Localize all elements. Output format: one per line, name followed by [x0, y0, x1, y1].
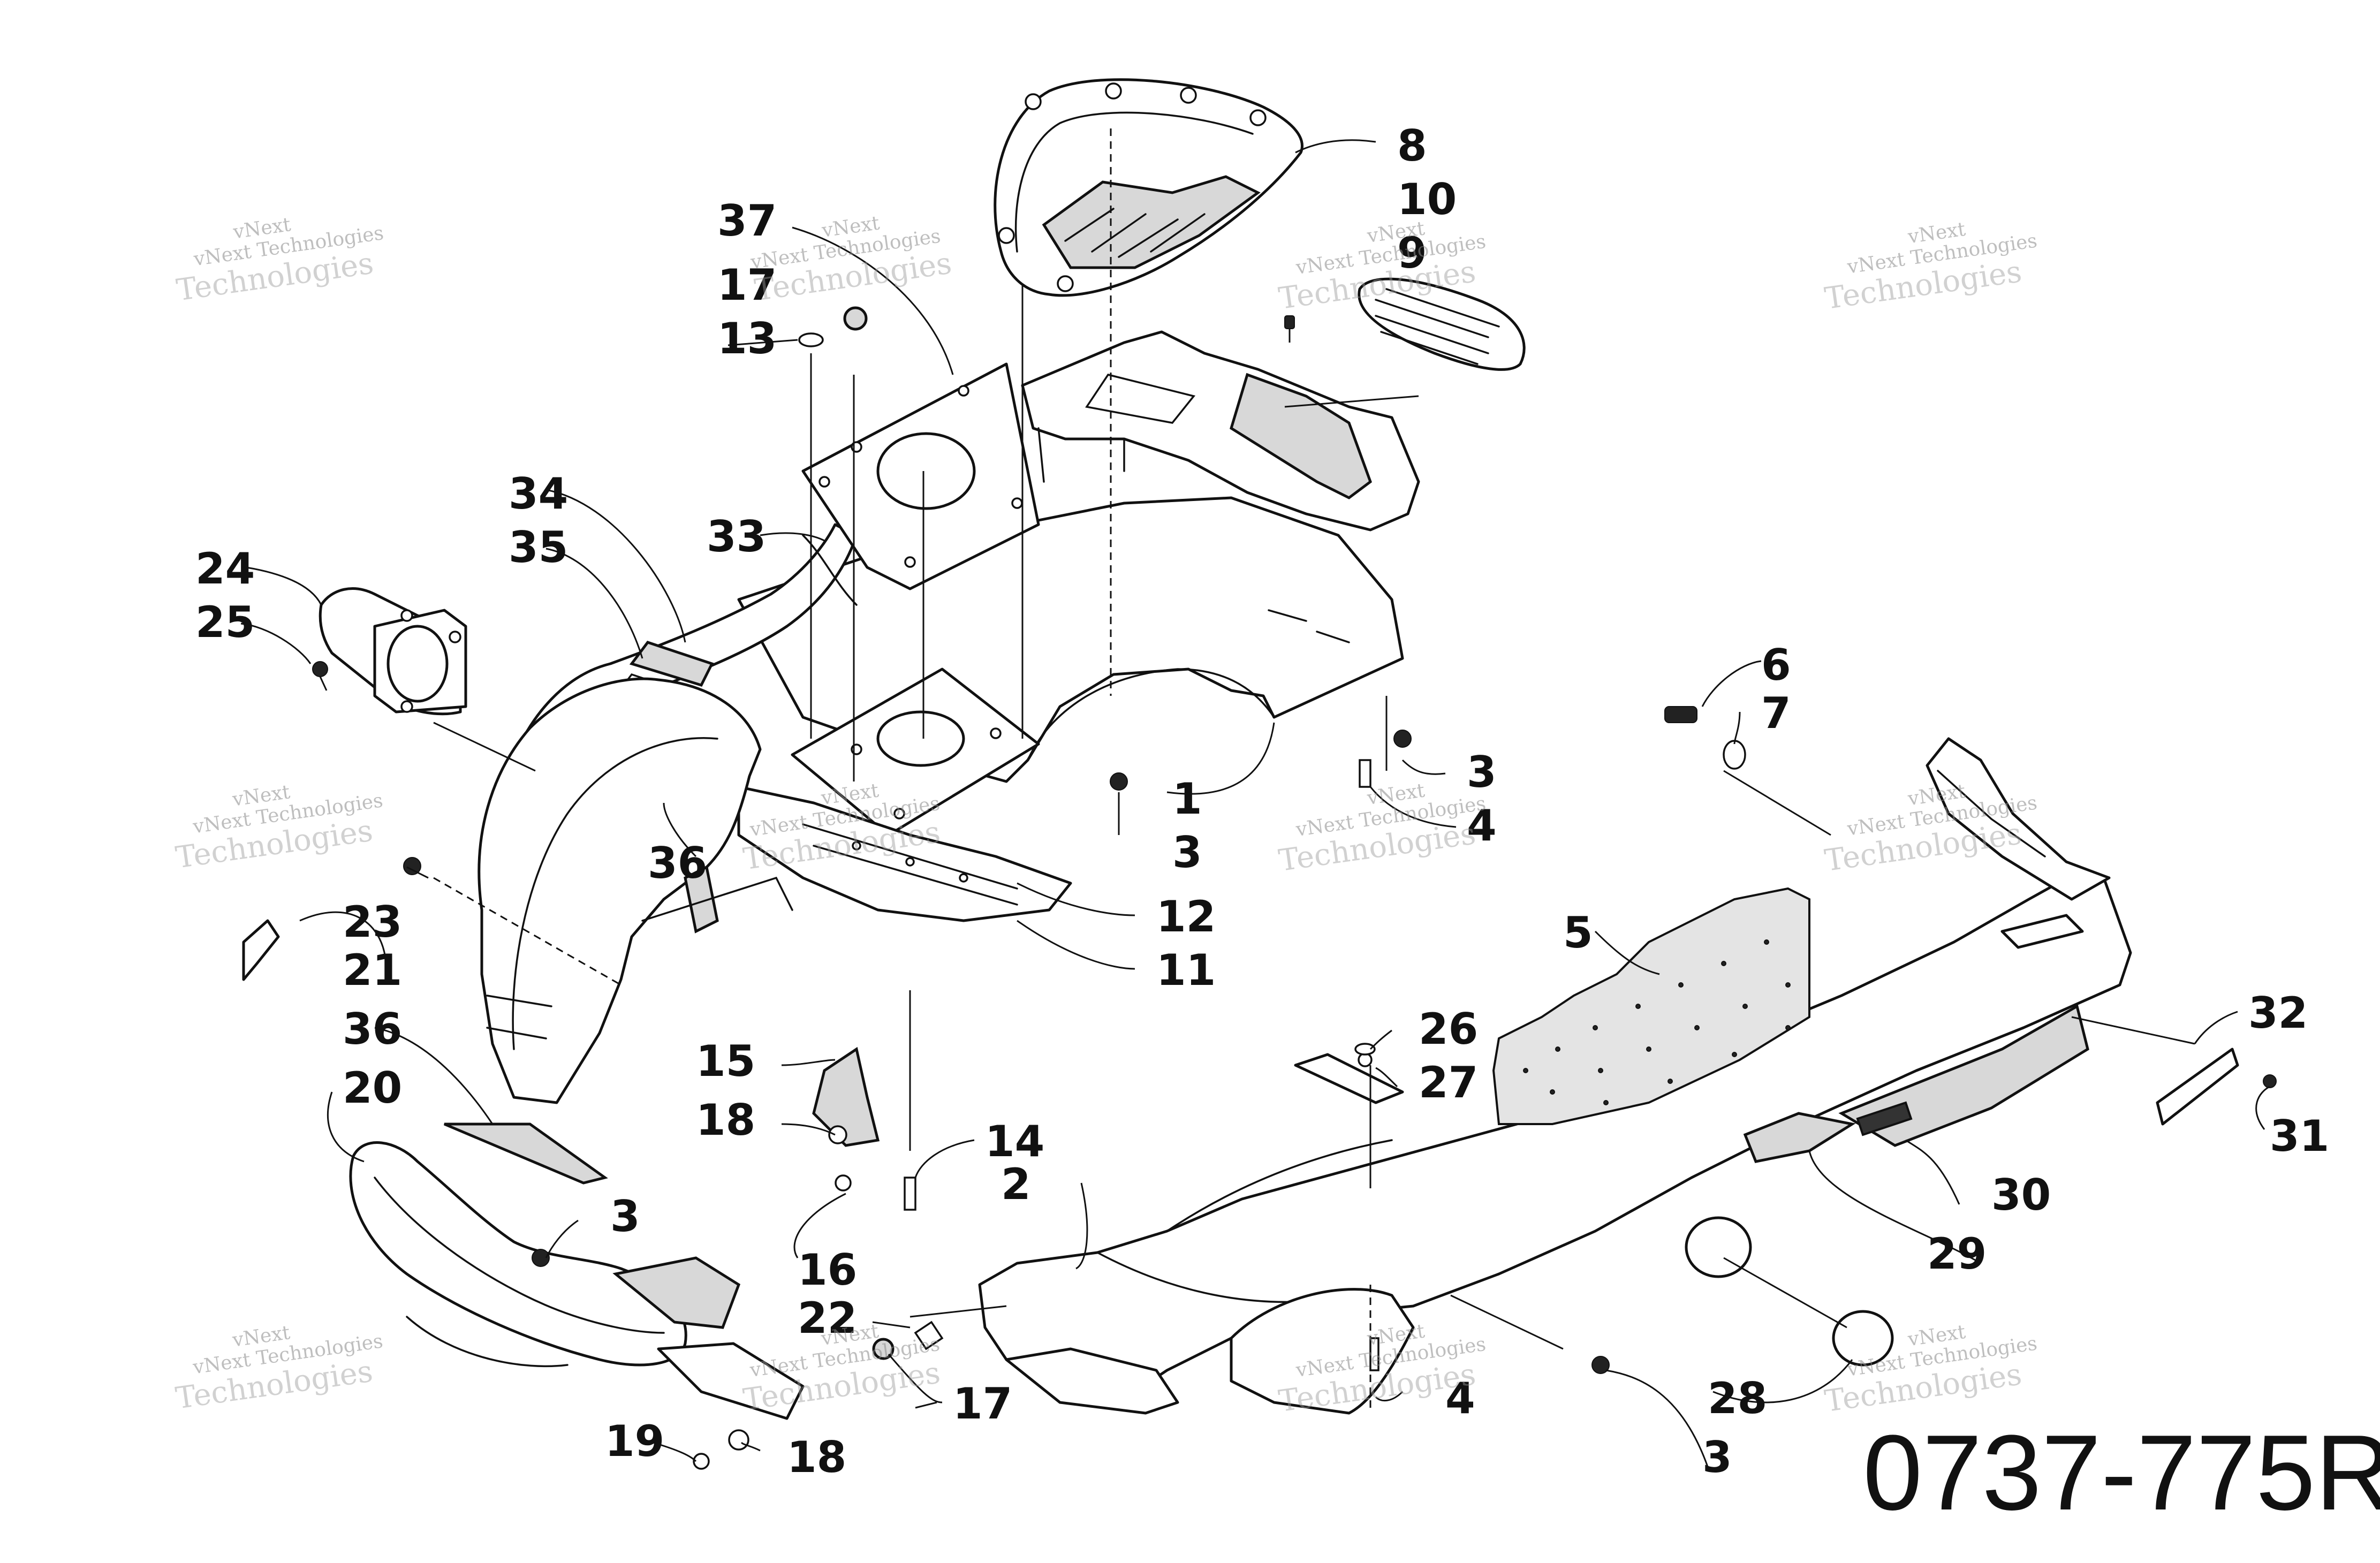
callout-23: 23 [343, 897, 402, 947]
callout-17-top: 17 [717, 260, 777, 310]
part-25-screw [312, 661, 328, 691]
callout-37: 37 [717, 196, 777, 246]
callout-20: 20 [343, 1063, 402, 1113]
callout-30: 30 [1991, 1170, 2051, 1220]
callout-3-floor-left: 3 [1172, 828, 1202, 877]
part-37-mount-plate [801, 362, 1040, 590]
callout-4-bottom: 4 [1445, 1374, 1475, 1423]
callout-34: 34 [509, 469, 568, 519]
part-10-screw [1284, 315, 1295, 343]
assembly-lines [433, 128, 2195, 1413]
watermark-1: vNext vNext Technologies Technologies [175, 214, 385, 308]
callout-33: 33 [707, 512, 766, 562]
watermark-10: vNext vNext Technologies Technologies [741, 1320, 942, 1417]
part-32-plate [2156, 1048, 2239, 1126]
dash-console-frame [1021, 330, 1420, 532]
callout-3-floor-right: 3 [1467, 747, 1497, 797]
part-24-boot [319, 587, 467, 716]
callout-17-bottom: 17 [953, 1379, 1012, 1429]
part-30-decal [1838, 1004, 2089, 1147]
part-6-bolt [1664, 706, 1697, 723]
part-28-cap [1685, 1216, 1894, 1367]
callout-21: 21 [343, 945, 402, 995]
part-31-screw [2263, 1074, 2277, 1088]
part-20-front-bumper [349, 1141, 805, 1420]
watermark-9: vNext vNext Technologies Technologies [173, 1322, 384, 1416]
callout-numbers: 8 10 9 37 17 13 34 35 33 24 25 6 7 3 4 1… [195, 121, 2329, 1482]
callout-28: 28 [1708, 1374, 1767, 1423]
part-17-nut-top [843, 306, 868, 331]
part-14-rivet [904, 1177, 916, 1211]
callout-27: 27 [1419, 1058, 1478, 1107]
callout-22: 22 [798, 1293, 857, 1343]
callout-35: 35 [509, 522, 568, 572]
callout-19: 19 [605, 1416, 664, 1466]
part-22-clip [914, 1321, 944, 1350]
callout-7: 7 [1761, 688, 1791, 738]
callout-leaders [240, 139, 2270, 1467]
callout-8: 8 [1397, 121, 1427, 171]
callout-13: 13 [717, 314, 777, 363]
part-9-vent-grille [1358, 277, 1526, 371]
callout-9: 9 [1397, 228, 1427, 278]
part-3-screws [532, 730, 1610, 1374]
part-11-inner-skid [737, 785, 1072, 922]
callout-29: 29 [1927, 1229, 1987, 1279]
callout-16: 16 [798, 1245, 857, 1295]
part-19-screw [693, 1453, 710, 1470]
part-17-nut-bottom [872, 1338, 895, 1360]
callout-3-bottom: 3 [1702, 1432, 1732, 1482]
part-16-screw [835, 1174, 852, 1192]
callout-1: 1 [1172, 774, 1202, 824]
part-7-washer [1723, 740, 1746, 770]
watermark-4: vNext vNext Technologies Technologies [1823, 218, 2039, 316]
stipple-dots [1523, 939, 1791, 1105]
part-33-bracket-tab [802, 534, 858, 606]
part-36-shield-plate [444, 1122, 608, 1185]
watermarks: vNext vNext Technologies Technologies vN… [173, 212, 2039, 1419]
callout-10: 10 [1397, 174, 1457, 224]
watermark-7: vNext vNext Technologies Technologies [1277, 779, 1488, 878]
watermark-5: vNext vNext Technologies Technologies [173, 781, 384, 875]
rear-tail-section [1926, 737, 2111, 949]
part-26-washer [1354, 1043, 1376, 1056]
callout-12: 12 [1156, 892, 1216, 942]
callout-36-lower: 36 [343, 1004, 402, 1054]
callout-25: 25 [195, 597, 255, 647]
callout-5: 5 [1563, 908, 1593, 958]
callout-18-lower: 18 [787, 1432, 846, 1482]
callout-26: 26 [1419, 1004, 1478, 1054]
part-29-decal [1743, 1112, 1856, 1163]
callout-15: 15 [696, 1036, 755, 1086]
part-36-left-fender [477, 677, 793, 1104]
callout-14: 14 [985, 1117, 1044, 1166]
drawing-reference-number: 0737-775R [1863, 1413, 2380, 1532]
part-27-bracket [1294, 1052, 1404, 1104]
callout-31: 31 [2270, 1111, 2329, 1161]
callout-32: 32 [2248, 988, 2308, 1038]
callout-36-upper: 36 [648, 838, 707, 888]
watermark-2: vNext vNext Technologies Technologies [749, 212, 954, 308]
part-23-clip [242, 919, 280, 981]
part-5-foam-pad [1492, 887, 1810, 1125]
callout-18-upper: 18 [696, 1095, 755, 1145]
belly-pan [1005, 1288, 1415, 1415]
callout-3-bumper: 3 [610, 1192, 640, 1241]
part-13-washer [798, 332, 824, 347]
callout-2: 2 [1001, 1159, 1031, 1209]
part-15-bracket [812, 1046, 880, 1147]
part-8-console-tray [994, 78, 1303, 297]
part-12-lower-plate [791, 667, 1040, 837]
callout-6: 6 [1761, 640, 1791, 690]
callout-4-floor: 4 [1467, 801, 1497, 851]
callout-11: 11 [1156, 945, 1216, 995]
callout-24: 24 [195, 544, 255, 594]
part-21-screw [403, 857, 421, 875]
